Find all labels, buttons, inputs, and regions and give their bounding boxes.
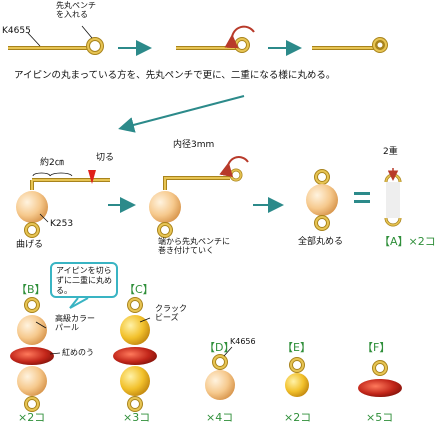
label-wind: 端から先丸ペンチに 巻き付けていく: [158, 237, 230, 255]
count-e: ×2コ: [284, 411, 312, 424]
brace-2cm: [32, 172, 73, 177]
label-crack-beads: クラック ビーズ: [155, 304, 187, 322]
bead-finished-a: [306, 168, 402, 231]
rotate-arrow-1: [224, 25, 255, 49]
k4655-leader: [27, 32, 41, 47]
label-2cm: 約2㎝: [40, 158, 64, 168]
label-red-bead: 紅めのう: [62, 348, 94, 357]
label-cut: 切る: [96, 153, 115, 163]
instruction-text: アイピンの丸まっている方を、先丸ペンチで更に、二重になる様に丸める。: [14, 70, 336, 81]
count-f: ×5コ: [366, 411, 394, 424]
label-inner-diameter: 内径3mm: [173, 140, 215, 150]
component-f: [358, 360, 402, 397]
label-k253: K253: [50, 219, 74, 229]
component-b: [10, 297, 61, 412]
pearl-bead: [16, 191, 48, 223]
component-e: [285, 357, 309, 397]
cut-marker: [88, 170, 96, 184]
bead-wind-step: [149, 156, 249, 238]
label-d: 【D】: [204, 341, 235, 354]
count-d: ×4コ: [206, 411, 234, 424]
step3-eyepin: [312, 37, 388, 53]
component-c: [113, 297, 157, 412]
label-bend: 曲げる: [16, 240, 44, 250]
label-f: 【F】: [362, 341, 391, 354]
bead-cut-step: [16, 170, 110, 238]
label-roll-all: 全部丸める: [298, 237, 344, 247]
label-pliers-top: 先丸ペンチ を入れる: [56, 1, 96, 19]
label-c: 【C】: [124, 283, 154, 296]
callout-box: アイピンを切らずに二重に丸める。: [50, 262, 118, 298]
component-d: [205, 346, 235, 400]
label-k4655: K4655: [2, 26, 31, 36]
label-k4656: K4656: [230, 337, 256, 346]
pliers-leader: [81, 25, 93, 39]
count-c: ×3コ: [123, 411, 151, 424]
label-pearl: 高級カラー パール: [55, 314, 95, 332]
count-b: ×2コ: [18, 411, 46, 424]
arrow-diagonal: [118, 95, 245, 133]
label-double: 2重: [383, 147, 398, 157]
rotate-arrow-2: [219, 156, 249, 178]
callout-tail: [69, 297, 89, 309]
step2-eyepin: [176, 25, 255, 53]
label-e: 【E】: [282, 341, 311, 354]
step1-eyepin: [8, 25, 104, 55]
label-b: 【B】: [16, 283, 46, 296]
label-a-count: 【A】×2コ: [379, 235, 436, 248]
